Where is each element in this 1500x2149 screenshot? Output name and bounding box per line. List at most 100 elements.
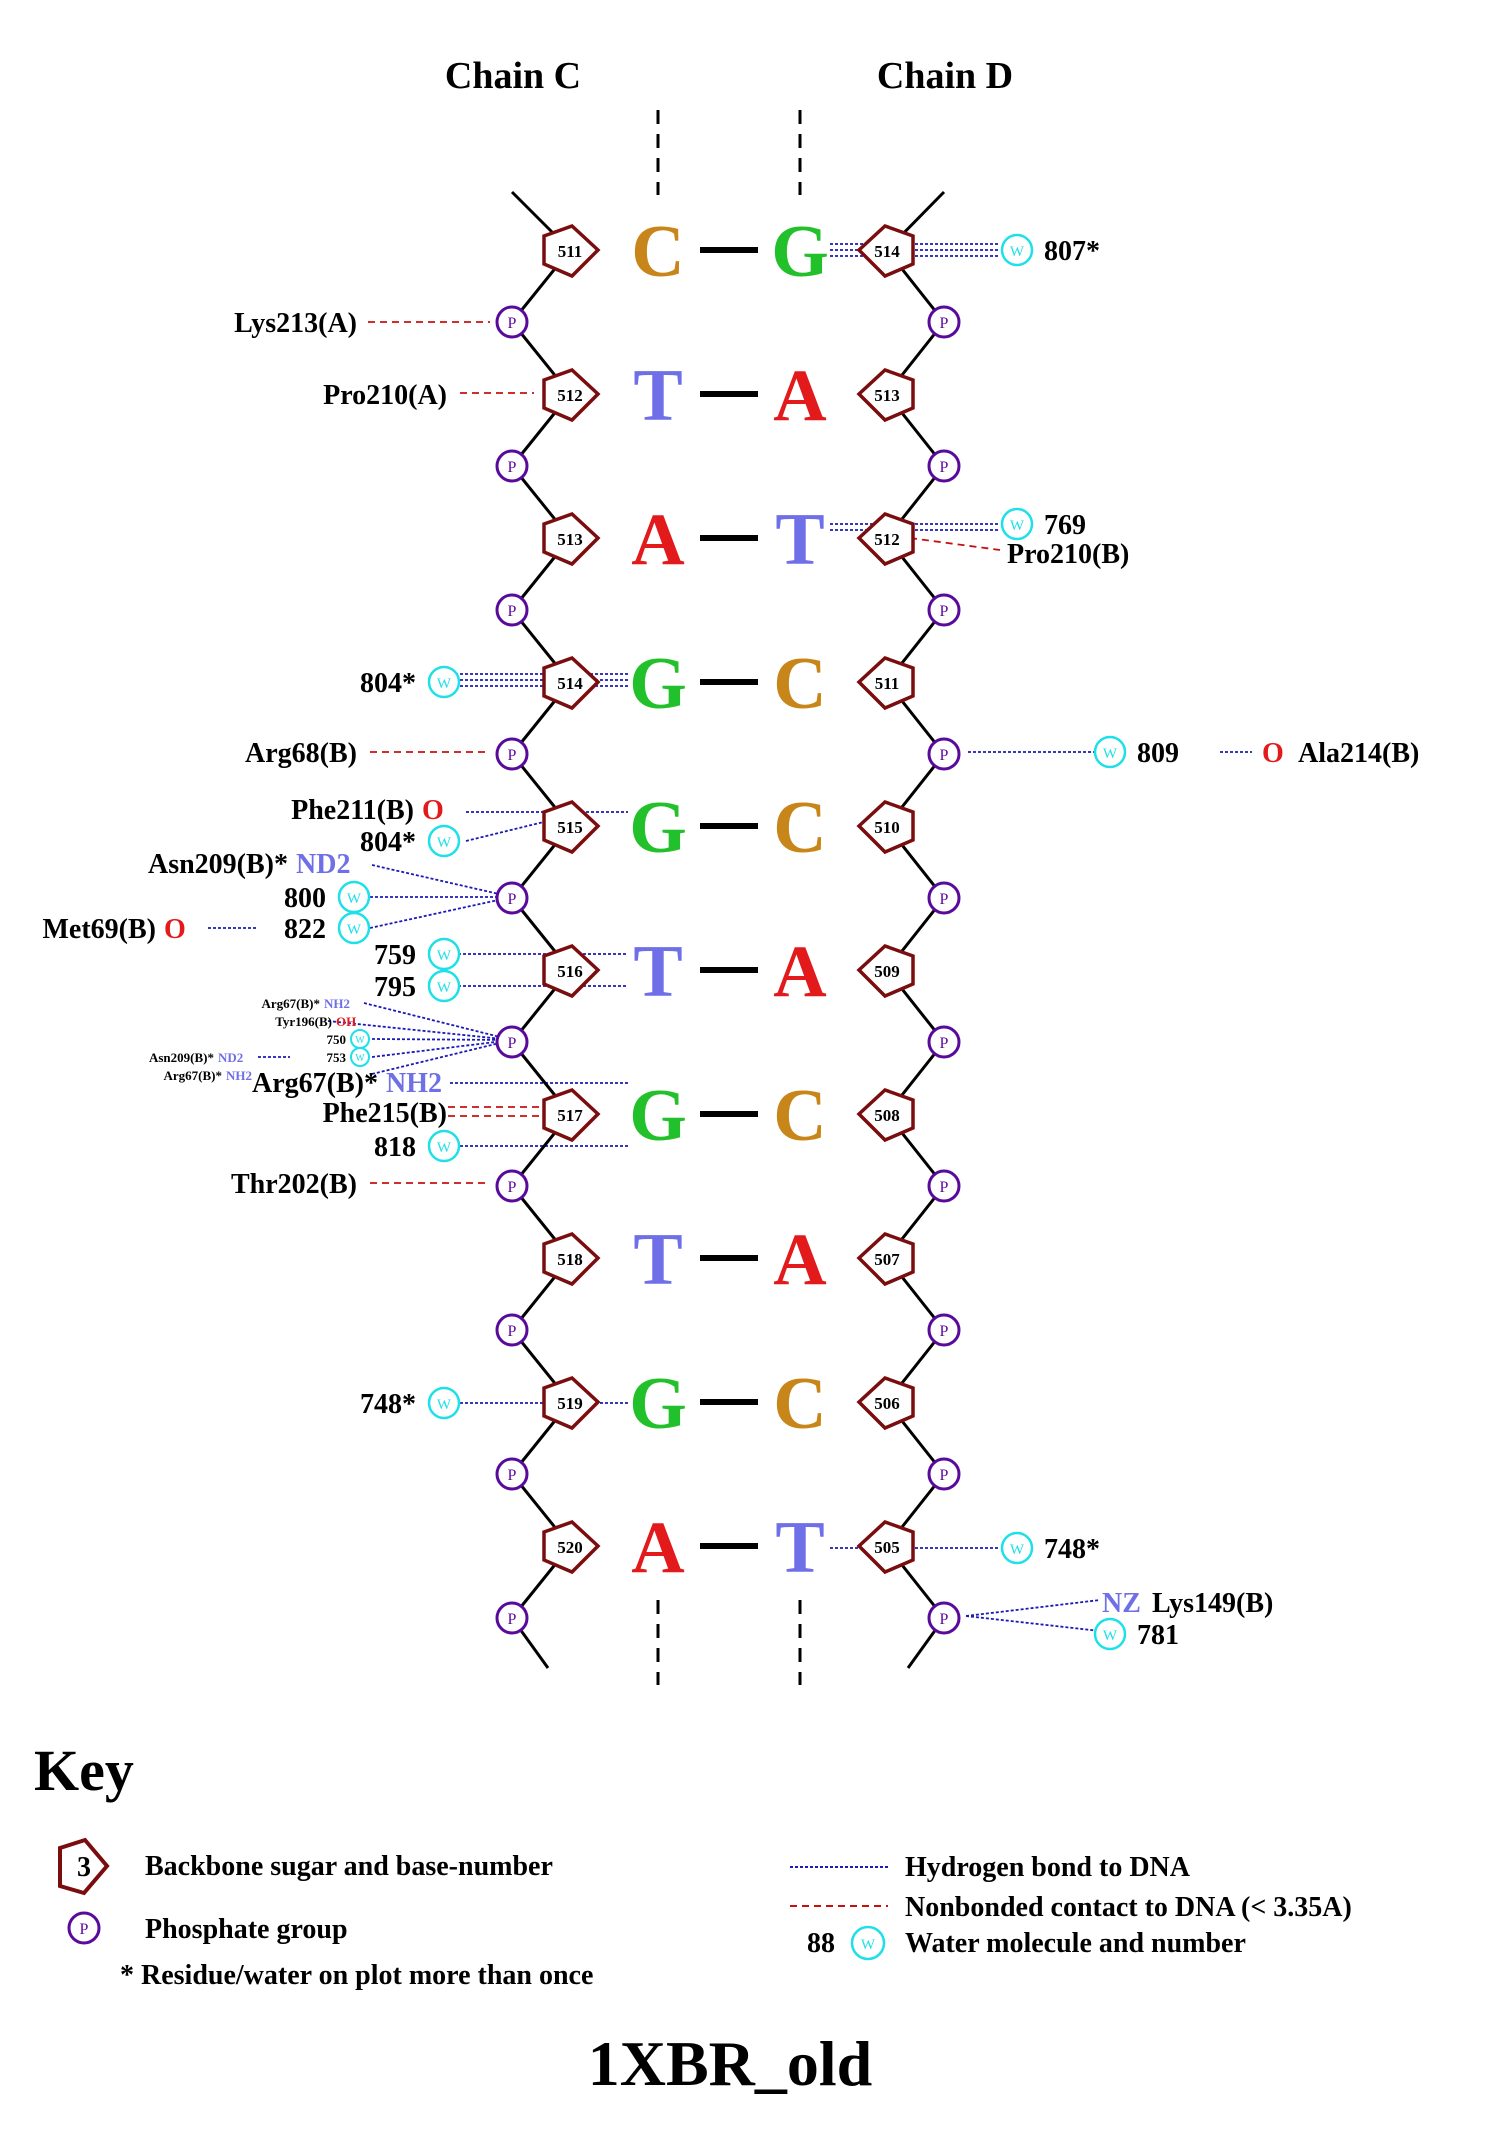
atom-label: ND2 [218, 1050, 243, 1065]
svg-text:W: W [1010, 244, 1025, 260]
residue-label: Arg68(B) [245, 738, 357, 769]
backbone-sugar: 511 [542, 223, 601, 279]
residue-label: Tyr196(B) [275, 1014, 332, 1029]
svg-text:519: 519 [557, 1394, 583, 1413]
svg-text:P: P [508, 459, 517, 476]
svg-text:P: P [940, 1467, 949, 1484]
phosphate-group: P [495, 1457, 529, 1491]
svg-text:506: 506 [874, 1394, 900, 1413]
base-letter: C [773, 1075, 826, 1157]
svg-text:W: W [355, 1053, 365, 1064]
base-letter: G [629, 643, 687, 725]
residue-label: Pro210(B) [1007, 539, 1129, 570]
svg-text:P: P [508, 1467, 517, 1484]
interaction-lines [208, 243, 1252, 1632]
base-letter: T [633, 355, 682, 437]
key-legend: Key 3 Backbone sugar and base-number P P… [34, 1738, 1352, 1991]
backbone-sugar: 507 [856, 1231, 915, 1287]
residue-label: Phe215(B) [323, 1098, 447, 1129]
svg-text:W: W [1103, 1628, 1118, 1644]
svg-text:520: 520 [557, 1538, 583, 1557]
residue-label: Ala214(B) [1298, 738, 1419, 769]
svg-text:P: P [940, 459, 949, 476]
svg-text:W: W [355, 1035, 365, 1046]
phosphate-group: P [927, 1025, 961, 1059]
svg-text:P: P [940, 315, 949, 332]
svg-text:514: 514 [557, 674, 583, 693]
base-letter: G [771, 211, 829, 293]
backbone-sugar: 520 [542, 1519, 601, 1575]
svg-text:P: P [508, 315, 517, 332]
residue-label: Lys213(A) [234, 308, 357, 339]
svg-text:781: 781 [1137, 1620, 1179, 1651]
svg-text:P: P [508, 747, 517, 764]
backbone-sugar: 515 [542, 799, 601, 855]
svg-text:795: 795 [374, 972, 416, 1003]
atom-label: O [1262, 738, 1284, 769]
svg-text:753: 753 [327, 1050, 347, 1065]
svg-text:P: P [508, 1035, 517, 1052]
key-water-text: Water molecule and number [905, 1928, 1246, 1959]
phosphate-group: P [495, 593, 529, 627]
base-letter: C [773, 1363, 826, 1445]
svg-text:509: 509 [874, 962, 900, 981]
phosphate-group: P [495, 305, 529, 339]
key-phosphate-text: Phosphate group [145, 1914, 348, 1945]
base-letter: C [773, 787, 826, 869]
phosphate-group: P [495, 1601, 529, 1635]
phosphate-group: P [927, 449, 961, 483]
svg-text:W: W [347, 922, 362, 938]
backbone-sugar: 514 [856, 223, 915, 279]
svg-text:W: W [437, 980, 452, 996]
svg-text:P: P [508, 603, 517, 620]
residue-label: Arg67(B)* [164, 1068, 223, 1083]
phosphate-group: P [927, 1601, 961, 1635]
atom-label: O [422, 795, 444, 826]
base-letter: C [773, 643, 826, 725]
svg-text:P: P [940, 1179, 949, 1196]
svg-text:W: W [347, 891, 362, 907]
phosphate-group: P [495, 881, 529, 915]
phosphate-group: P [495, 1025, 529, 1059]
key-sugar-text: Backbone sugar and base-number [145, 1851, 553, 1882]
chain-d-title: Chain D [877, 55, 1013, 97]
base-letter: T [775, 1507, 824, 1589]
water-795: W 795 [374, 969, 461, 1003]
backbone-sugar: 512 [856, 511, 915, 567]
svg-text:513: 513 [557, 530, 583, 549]
phosphate-group: P [495, 1313, 529, 1347]
svg-text:P: P [940, 1323, 949, 1340]
svg-text:748*: 748* [1044, 1534, 1100, 1565]
svg-text:P: P [940, 603, 949, 620]
residue-label: Phe211(B) [291, 795, 414, 826]
svg-text:P: P [508, 1179, 517, 1196]
atom-label: OH [336, 1014, 356, 1029]
backbone-sugar: 505 [856, 1519, 915, 1575]
svg-text:W: W [1103, 746, 1118, 762]
atom-label: NH2 [324, 996, 350, 1011]
hydrogen-bond-lines [208, 243, 1252, 1632]
key-hbond-text: Hydrogen bond to DNA [905, 1852, 1191, 1883]
base-letter: G [629, 1363, 687, 1445]
svg-text:513: 513 [874, 386, 900, 405]
svg-text:750: 750 [327, 1032, 347, 1047]
phosphate-group: P [927, 1313, 961, 1347]
phosphate-group: P [927, 593, 961, 627]
backbone-sugar: 518 [542, 1231, 601, 1287]
water-781: W 781 [1093, 1617, 1179, 1651]
residue-label: Thr202(B) [231, 1169, 357, 1200]
svg-text:515: 515 [557, 818, 583, 837]
svg-text:P: P [940, 1611, 949, 1628]
base-letter: A [773, 1219, 826, 1301]
water-750: W 750 [327, 1029, 370, 1049]
backbone-sugar: 512 [542, 367, 601, 423]
svg-text:W: W [437, 676, 452, 692]
